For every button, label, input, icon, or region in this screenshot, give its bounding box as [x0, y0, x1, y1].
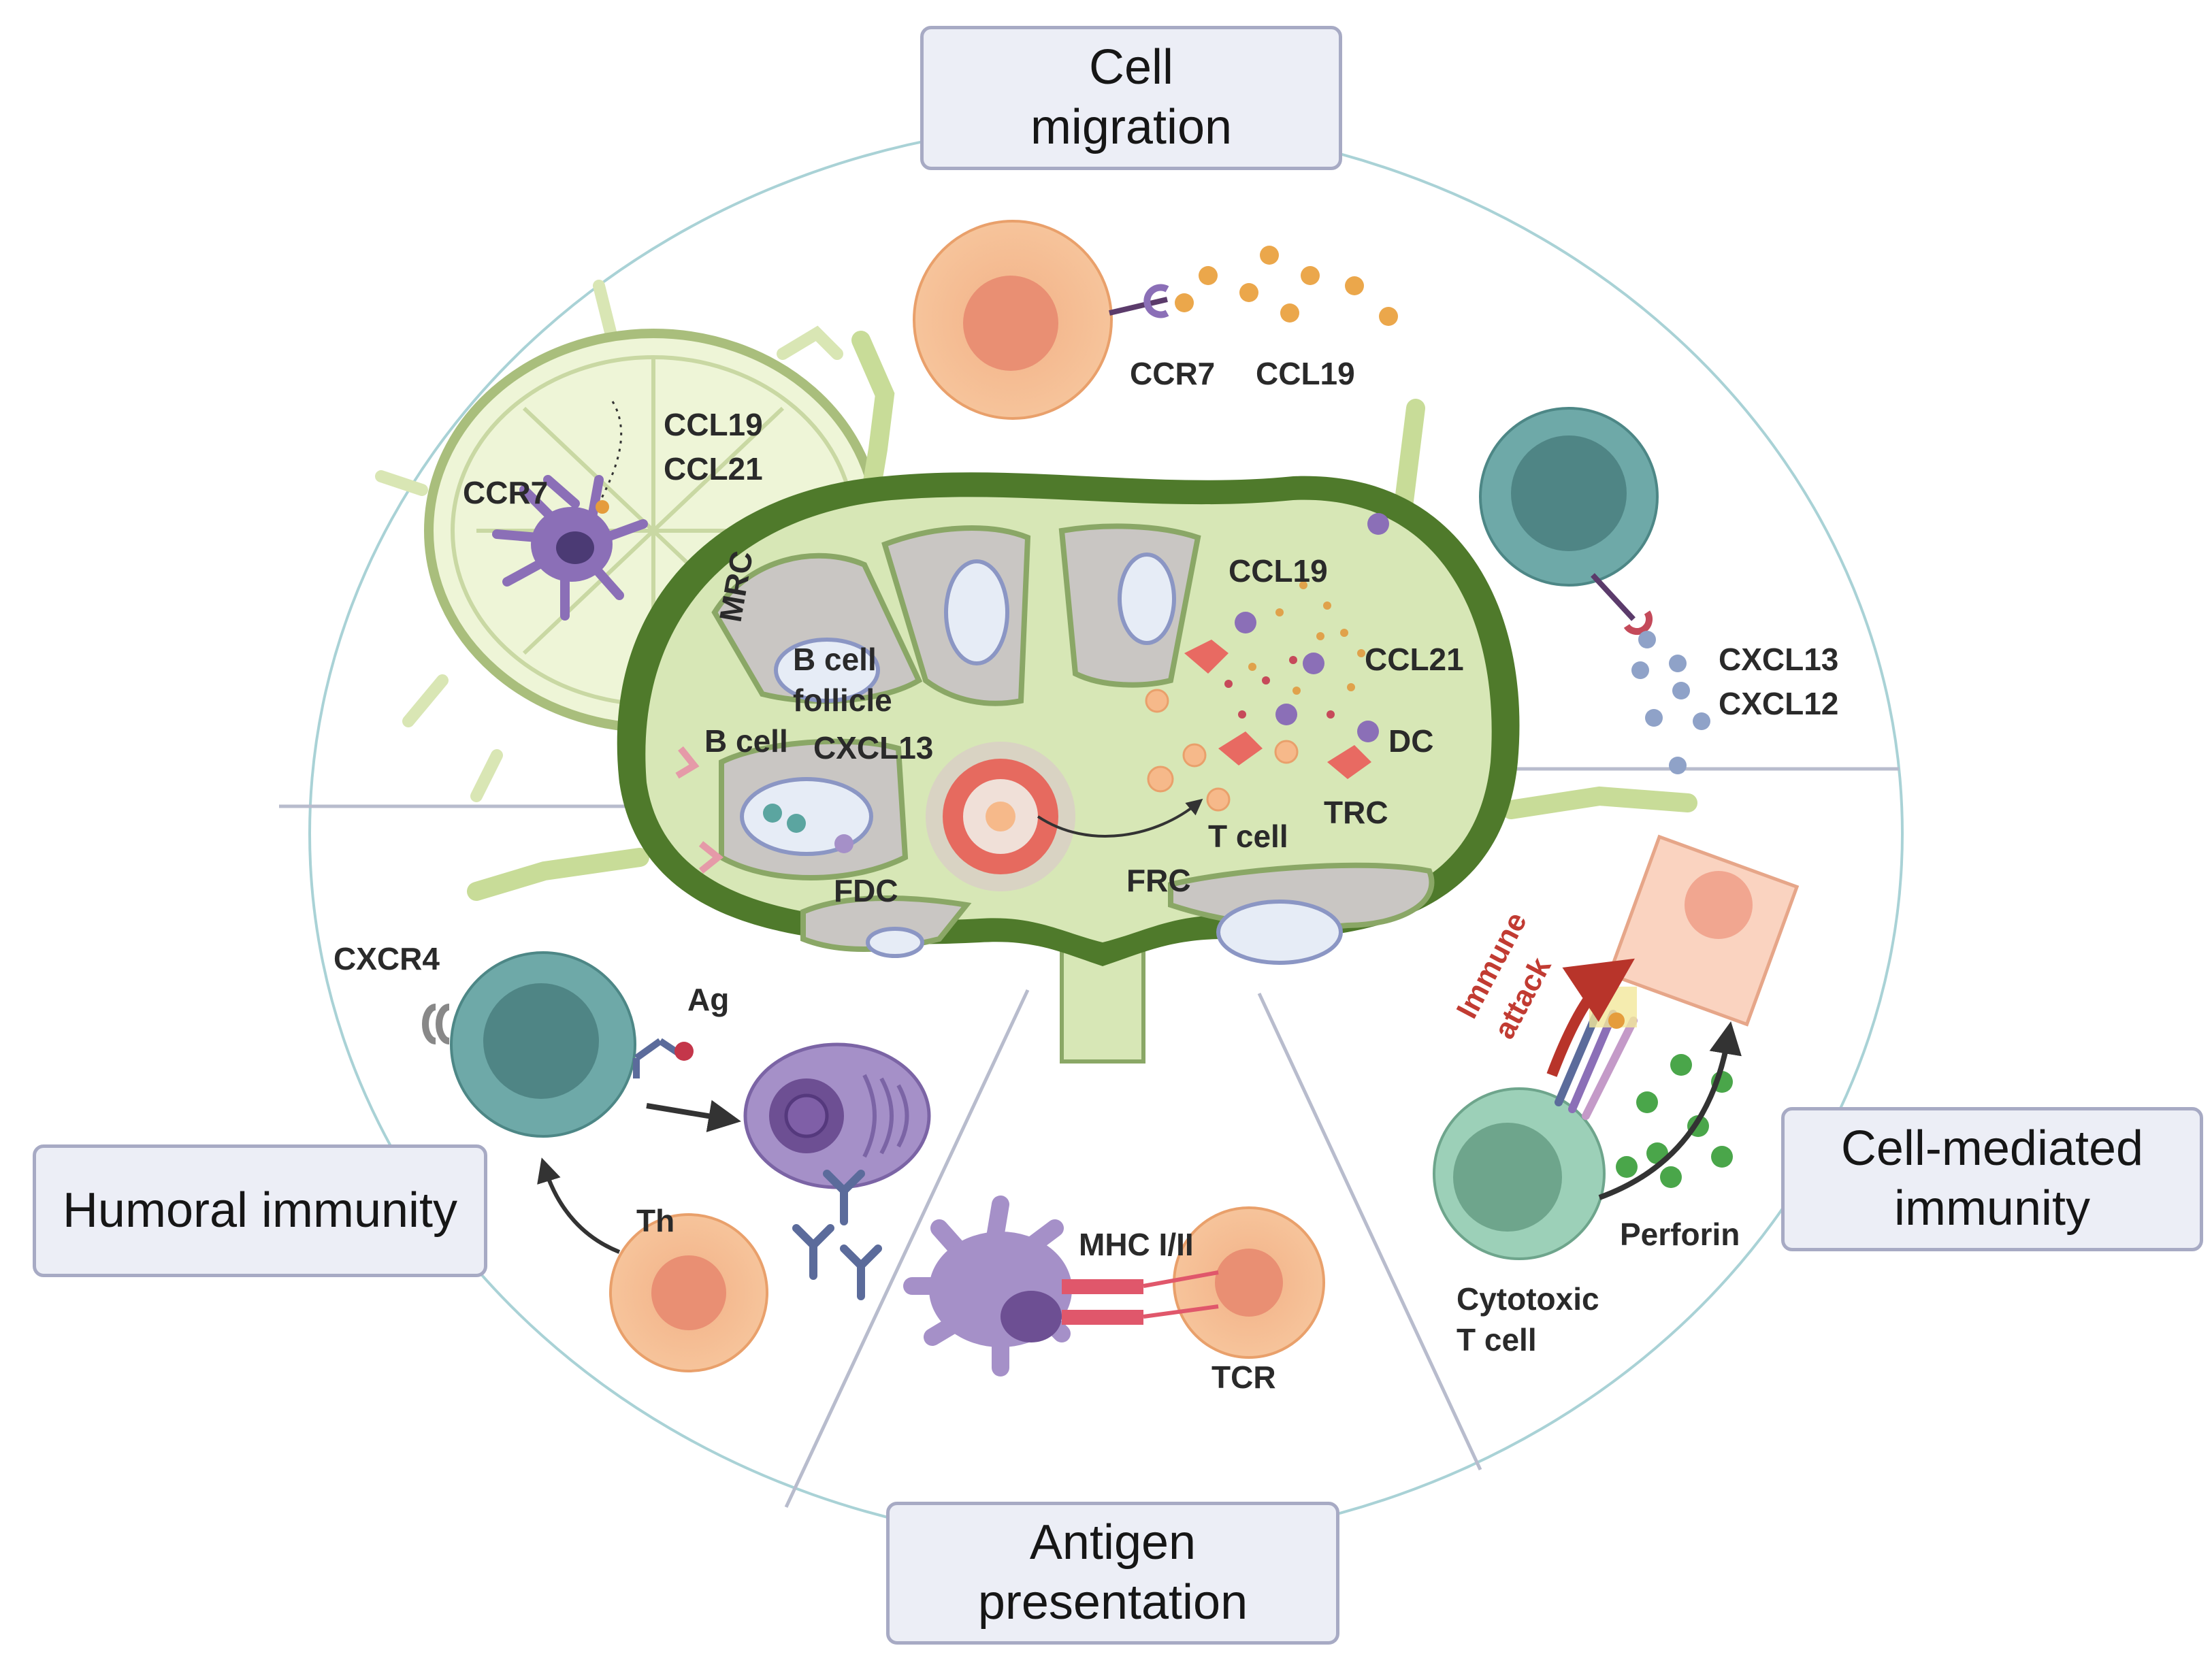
label-mhc: MHC I/II [1079, 1227, 1194, 1262]
th-cell [537, 1157, 768, 1372]
section-box-cell-migration: Cell migration [920, 26, 1342, 170]
dendritic-cell-left [492, 475, 648, 621]
label-frc: FRC [1126, 863, 1191, 898]
dendritic-cell-antigen [903, 1196, 1143, 1376]
label-cytotoxic-1: Cytotoxic [1457, 1281, 1599, 1317]
section-cell-mediated-line2: immunity [1893, 1181, 2091, 1236]
label-b-cell: B cell [704, 723, 788, 759]
section-antigen-presentation-line1: Antigen [1029, 1515, 1197, 1570]
label-ag: Ag [687, 982, 729, 1017]
label-t-cell: T cell [1208, 819, 1288, 854]
section-box-antigen-presentation: Antigen presentation [886, 1502, 1339, 1645]
label-b-cell-follicle-2: follicle [793, 682, 892, 718]
divider-bottom-left [784, 989, 1030, 1509]
arrow-immune-attack [1546, 958, 1635, 1077]
divider-bottom-right [1257, 992, 1482, 1471]
section-box-humoral-immunity: Humoral immunity [33, 1144, 487, 1277]
plasma-cell [743, 1042, 931, 1189]
ccl19-dots-top [1175, 246, 1398, 326]
section-humoral-immunity: Humoral immunity [62, 1183, 458, 1238]
target-cell [1607, 834, 1800, 1027]
cytotoxic-t-cell [1433, 987, 1638, 1260]
label-perforin: Perforin [1620, 1217, 1740, 1252]
label-cytotoxic-2: T cell [1457, 1322, 1537, 1357]
lymph-node [467, 331, 1697, 1064]
arrow-to-plasma [646, 1100, 741, 1132]
label-ccr7-top: CCR7 [1130, 356, 1215, 391]
label-dc: DC [1388, 723, 1433, 759]
label-ccl19-left: CCL19 [664, 407, 763, 442]
label-ccl21-node: CCL21 [1365, 642, 1464, 677]
label-ccr7-left: CCR7 [463, 475, 548, 510]
label-tcr: TCR [1211, 1359, 1276, 1395]
arrow-perforin [1598, 1021, 1742, 1200]
t-cell-top [913, 220, 1169, 420]
label-ccl19-top: CCL19 [1256, 356, 1355, 391]
cxcl-dots-right [1631, 631, 1710, 774]
label-cxcl13-node: CXCL13 [813, 730, 933, 765]
section-cell-mediated-line1: Cell-mediated [1840, 1121, 2144, 1176]
label-cxcl13-right: CXCL13 [1719, 642, 1838, 677]
label-cxcl12-right: CXCL12 [1719, 686, 1838, 721]
section-antigen-presentation-line2: presentation [977, 1575, 1248, 1630]
antibodies [792, 1170, 882, 1300]
label-cxcr4: CXCR4 [334, 941, 440, 976]
section-box-cell-mediated-immunity: Cell-mediated immunity [1781, 1107, 2203, 1251]
perforin-dots [1616, 1054, 1733, 1188]
t-cell-antigen [1143, 1206, 1325, 1359]
label-b-cell-follicle-1: B cell [793, 642, 877, 677]
label-th: Th [636, 1203, 674, 1238]
section-cell-migration-line2: migration [1030, 100, 1233, 154]
b-cell-humoral [422, 951, 694, 1138]
label-trc: TRC [1324, 795, 1388, 830]
section-cell-migration-line1: Cell [1088, 40, 1174, 95]
label-ccl19-node: CCL19 [1229, 553, 1328, 589]
label-ccl21-left: CCL21 [664, 451, 763, 487]
b-cell-right [1479, 407, 1659, 635]
label-fdc: FDC [834, 873, 898, 908]
